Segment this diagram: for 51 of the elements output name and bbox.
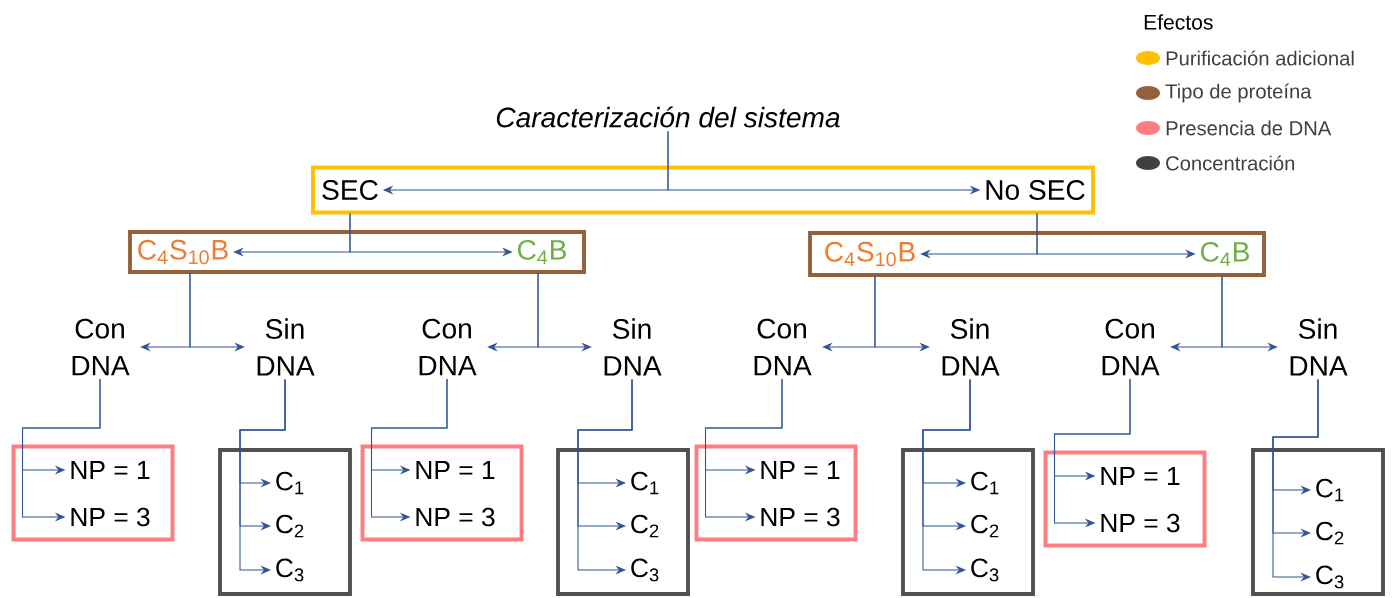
option-label: C$_{4}$B (518, 239, 566, 265)
leaf-label: NP = 3 (71, 507, 150, 527)
branch-label: Sin DNA (604, 318, 662, 376)
option-label: No SEC (986, 180, 1085, 200)
legend-label: Tipo de proteína (1165, 83, 1312, 103)
leaf-label: NP = 1 (1101, 466, 1180, 486)
group-box (1251, 448, 1385, 596)
leaf-label: C$_{1}$ (1316, 478, 1344, 502)
group-box (360, 444, 524, 542)
title-text: Caracterización del sistema (496, 106, 840, 128)
option-label: C$_{4}$B (1201, 241, 1249, 267)
group-box (1043, 450, 1207, 548)
group-box (901, 448, 1035, 596)
leaf-label: C$_{3}$ (631, 558, 659, 582)
branch-label: Con DNA (754, 318, 812, 376)
group-box (311, 165, 1095, 215)
option-label: C$_{4}$S$_{10}$B (138, 239, 228, 265)
group-box (128, 230, 586, 274)
branch-label: Sin DNA (257, 318, 315, 376)
leaf-label: C$_{1}$ (276, 471, 304, 495)
leaf-label: NP = 3 (416, 507, 495, 527)
leaf-label: C$_{2}$ (276, 514, 304, 538)
leaf-label: C$_{1}$ (971, 471, 999, 495)
branch-label: Con DNA (72, 318, 130, 376)
group-box (11, 444, 175, 542)
leaf-label: C$_{3}$ (1316, 565, 1344, 589)
leaf-label: C$_{2}$ (971, 514, 999, 538)
leaf-label: C$_{1}$ (631, 471, 659, 495)
leaf-label: NP = 1 (71, 460, 150, 480)
leaf-label: C$_{3}$ (971, 558, 999, 582)
group-box (556, 448, 690, 596)
legend-title: Efectos (1144, 14, 1213, 30)
leaf-label: C$_{3}$ (276, 558, 304, 582)
leaf-label: NP = 3 (1101, 513, 1180, 533)
branch-label: Con DNA (419, 318, 477, 376)
legend-label: Purificación adicional (1166, 50, 1354, 66)
branch-label: Sin DNA (1290, 318, 1348, 376)
branch-label: Sin DNA (942, 318, 1000, 376)
leaf-label: C$_{2}$ (631, 514, 659, 538)
legend-label: Presencia de DNA (1166, 120, 1332, 136)
leaf-label: C$_{2}$ (1316, 521, 1344, 545)
option-label: SEC (322, 180, 378, 200)
legend-label: Concentración (1166, 155, 1295, 171)
option-label: C$_{4}$S$_{10}$B (825, 241, 915, 267)
group-box (218, 448, 352, 596)
branch-label: Con DNA (1102, 318, 1160, 376)
leaf-label: NP = 1 (761, 460, 840, 480)
group-box (694, 444, 858, 542)
leaf-label: NP = 3 (761, 507, 840, 527)
group-box (808, 231, 1266, 277)
leaf-label: NP = 1 (416, 460, 495, 480)
